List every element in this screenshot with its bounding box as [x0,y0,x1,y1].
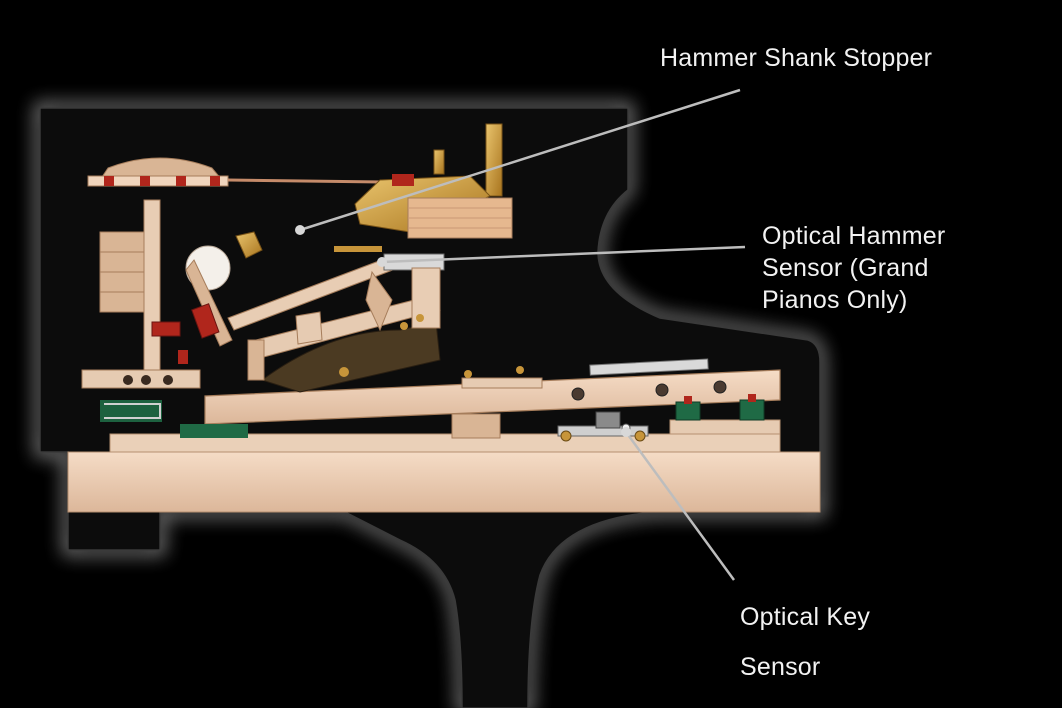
hammer-shank-stopper-device [235,123,513,259]
repetition-assembly [247,267,543,393]
keybed [67,419,821,513]
balance-block [451,413,501,439]
label-line: Optical Hammer [762,222,946,250]
hammer-head [185,245,233,347]
piano-key [204,358,781,425]
hammer-shank [227,246,445,331]
leader-dots [295,225,631,437]
label-optical-hammer-sensor: Optical Hammer Sensor (Grand Pianos Only… [762,220,945,316]
label-line: Hammer Shank Stopper [660,44,933,72]
label-line: Sensor (Grand [762,254,929,282]
label-optical-key-sensor: Optical Key Sensor [740,592,870,692]
leader-dot-key-sensor [621,427,631,437]
key-screw [655,383,669,397]
string-and-bridge [87,157,386,187]
damper-assembly [81,199,201,422]
leader-line-hammer-sensor [381,245,746,264]
leader-dot-stopper [295,225,305,235]
leader-line-key-sensor [624,431,736,581]
leader-lines [299,88,746,581]
label-line: Pianos Only) [762,286,908,314]
label-hammer-shank-stopper: Hammer Shank Stopper [660,42,932,74]
key-screw [571,387,585,401]
label-line: Sensor [740,653,821,681]
key-screw [713,380,727,394]
leader-line-stopper [299,88,741,232]
key-felt [180,424,248,438]
leader-dot-hammer-sensor [377,257,387,267]
label-line: Optical Key [740,603,871,631]
